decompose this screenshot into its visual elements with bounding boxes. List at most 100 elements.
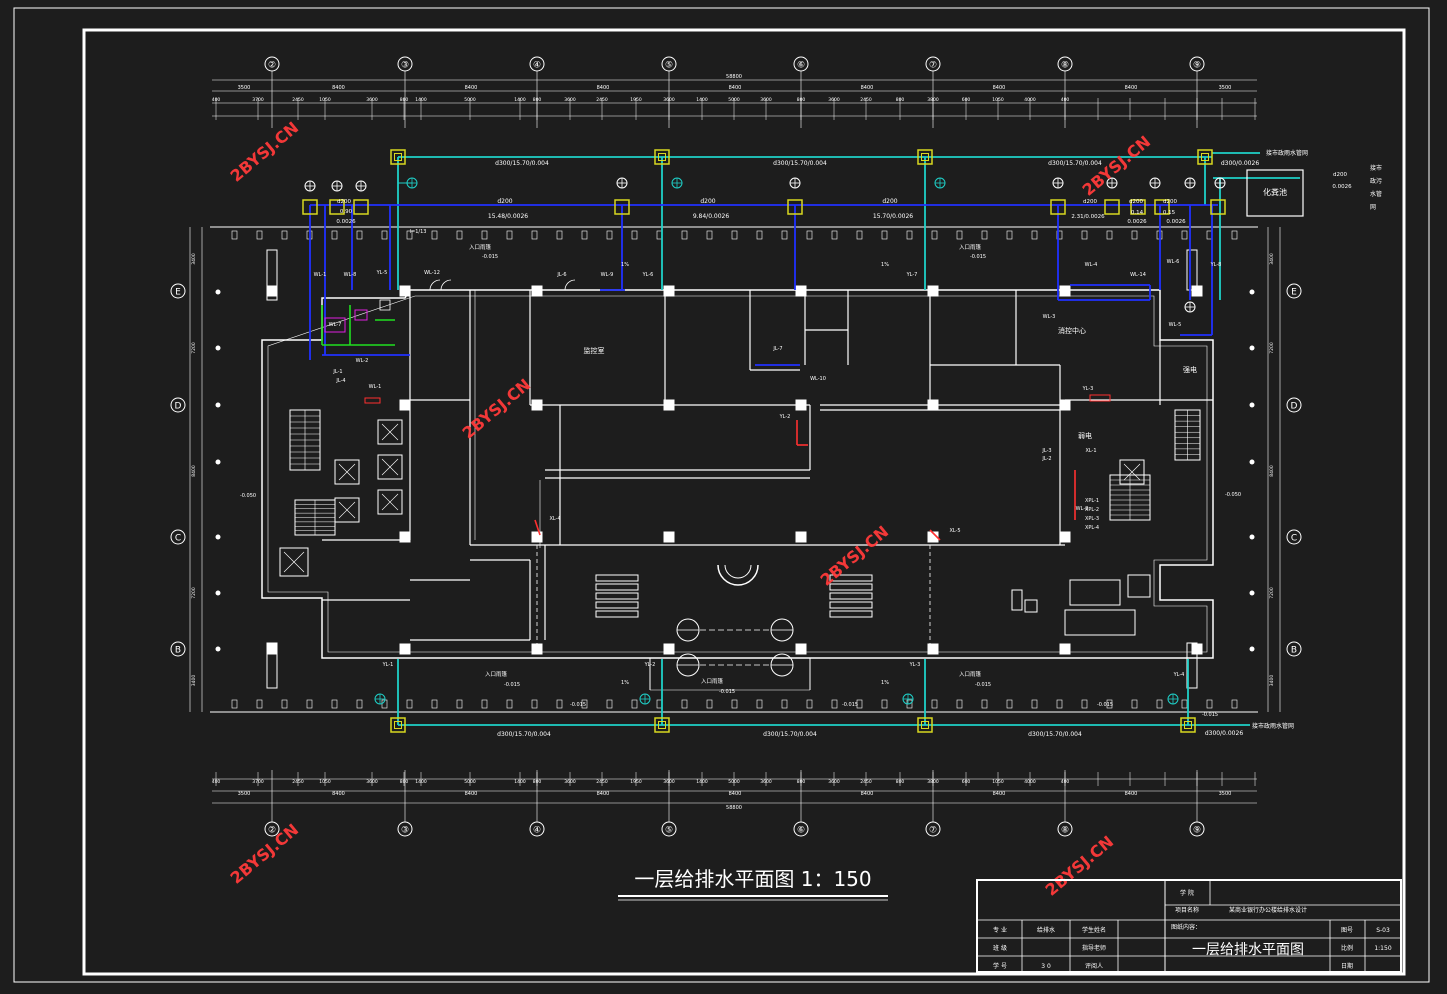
canopy-window-bottom [1181, 699, 1188, 709]
desk [1024, 599, 1038, 613]
inspection-well [917, 149, 933, 165]
pipe-label-top: d300/0.0026 [1221, 160, 1259, 167]
pipe-label-sewage: d200 [1129, 199, 1143, 205]
dim-side-left: 3400 [191, 253, 197, 265]
canopy-level: -0.015 [719, 689, 735, 695]
desk [1011, 589, 1023, 611]
note-connect-sewage: 水管 [1370, 190, 1382, 198]
structural-column [531, 285, 543, 297]
pipe-tag: YL-3 [909, 662, 921, 668]
sewer-manhole [1104, 199, 1120, 215]
sewer-manhole [1050, 199, 1066, 215]
light-dot-right [1249, 534, 1255, 540]
office-furniture [1069, 579, 1121, 606]
sewer-manhole [302, 199, 318, 215]
canopy-window-top [406, 230, 413, 240]
canopy-window-bottom [731, 699, 738, 709]
dim-bay-top: 8400 [729, 85, 742, 91]
dim-side-right: 3400 [1269, 253, 1275, 265]
canopy-window-top [481, 230, 488, 240]
inspection-well [390, 149, 406, 165]
drawing-title: 一层给排水平面图 1：150 [634, 867, 871, 891]
axis-label-bottom: ⑤ [665, 826, 673, 836]
canopy-window-top [731, 230, 738, 240]
dim-bay-top: 8400 [993, 85, 1006, 91]
pipe-tag: YL-4 [1173, 672, 1185, 678]
light-dot-left [215, 646, 221, 652]
axis-bubble-right [1286, 397, 1302, 413]
axis-label-top: ② [268, 61, 276, 71]
axis-label-top: ⑨ [1193, 61, 1201, 71]
pipe-label-top: d300/15.70/0.004 [1048, 160, 1102, 167]
pipe-tag: WL-2 [356, 358, 369, 364]
canopy-window-bottom [931, 699, 938, 709]
axis-label-top: ③ [401, 61, 409, 71]
axis-bubble-right [1286, 529, 1302, 545]
light-dot-right [1249, 345, 1255, 351]
reception-desk-inner [724, 564, 752, 579]
axis-label-bottom: ③ [401, 826, 409, 836]
dim-total-top: 58800 [726, 74, 742, 80]
elevator-shaft [377, 454, 403, 480]
side-bench-left [266, 249, 278, 301]
axis-label-right: C [1291, 534, 1297, 544]
fixture [379, 299, 391, 311]
pipe-label-sewage: d200 [1163, 199, 1177, 205]
structural-column [663, 285, 675, 297]
axis-bubble-left [170, 283, 186, 299]
elevator-cross [381, 458, 399, 476]
sewer-manhole [1210, 199, 1226, 215]
axis-bubble-right [1286, 641, 1302, 657]
canopy-window-top [431, 230, 438, 240]
dim-bay-top: 8400 [332, 85, 345, 91]
structural-column [266, 643, 278, 655]
canopy-window-top [1081, 230, 1088, 240]
pipe-tag: JL-1 [332, 369, 342, 375]
pipe-tag: WL-5 [1169, 322, 1182, 328]
canopy-window-top [881, 230, 888, 240]
canopy-window-bottom [781, 699, 788, 709]
canopy-window-bottom [506, 699, 513, 709]
pipe-label-left: 0.0026 [336, 219, 356, 225]
pipe-label-sewage: 0.14 [1131, 210, 1144, 216]
light-dot-left [215, 459, 221, 465]
pipe-tag: WL-7 [329, 322, 342, 328]
canopy-window-top [1056, 230, 1063, 240]
structural-column [795, 643, 807, 655]
seating-row [595, 610, 639, 618]
canopy-window-top [956, 230, 963, 240]
fire-box [1089, 394, 1111, 402]
canopy-window-bottom [331, 699, 338, 709]
tb-school-label: 学 院 [1180, 889, 1194, 897]
level-note-left: -0.050 [240, 493, 256, 499]
canopy-window-bottom [956, 699, 963, 709]
elevator-shaft [279, 547, 309, 577]
pipe-label-bottom: d300/15.70/0.004 [497, 731, 551, 738]
axis-label-bottom: ⑦ [929, 826, 937, 836]
pipe-tag: YL-2 [779, 414, 791, 420]
fixture-group [354, 309, 368, 321]
tb-major-value: 给排水 [1037, 926, 1055, 934]
pipe-label-sewage: 2.31/0.0026 [1071, 214, 1105, 220]
pipe-tag: JL-2 [1041, 456, 1051, 462]
seating-row [829, 610, 873, 618]
dim-bay-top: 8400 [597, 85, 610, 91]
elevator-shaft [1127, 574, 1151, 598]
pipe-tag: WL-8 [344, 272, 357, 278]
pipe-tag: JL-3 [1041, 448, 1051, 454]
fire-pipe [534, 519, 541, 536]
sewer-manhole [329, 199, 345, 215]
door-swing [440, 279, 452, 291]
light-dot-left [215, 590, 221, 596]
dim-bay-top: 8400 [465, 85, 478, 91]
dim-bay-bottom: 8400 [332, 791, 345, 797]
axis-label-left: D [175, 402, 182, 412]
reception-desk [717, 564, 759, 586]
canopy-window-top [1031, 230, 1038, 240]
inspection-well-inner [394, 153, 402, 161]
dim-edge-top: 3500 [238, 85, 251, 91]
canopy-window-top [931, 230, 938, 240]
pipe-tag: WL-1 [314, 272, 327, 278]
axis-label-top: ⑧ [1061, 61, 1069, 71]
pipe-tag: WL-8 [1076, 506, 1089, 512]
